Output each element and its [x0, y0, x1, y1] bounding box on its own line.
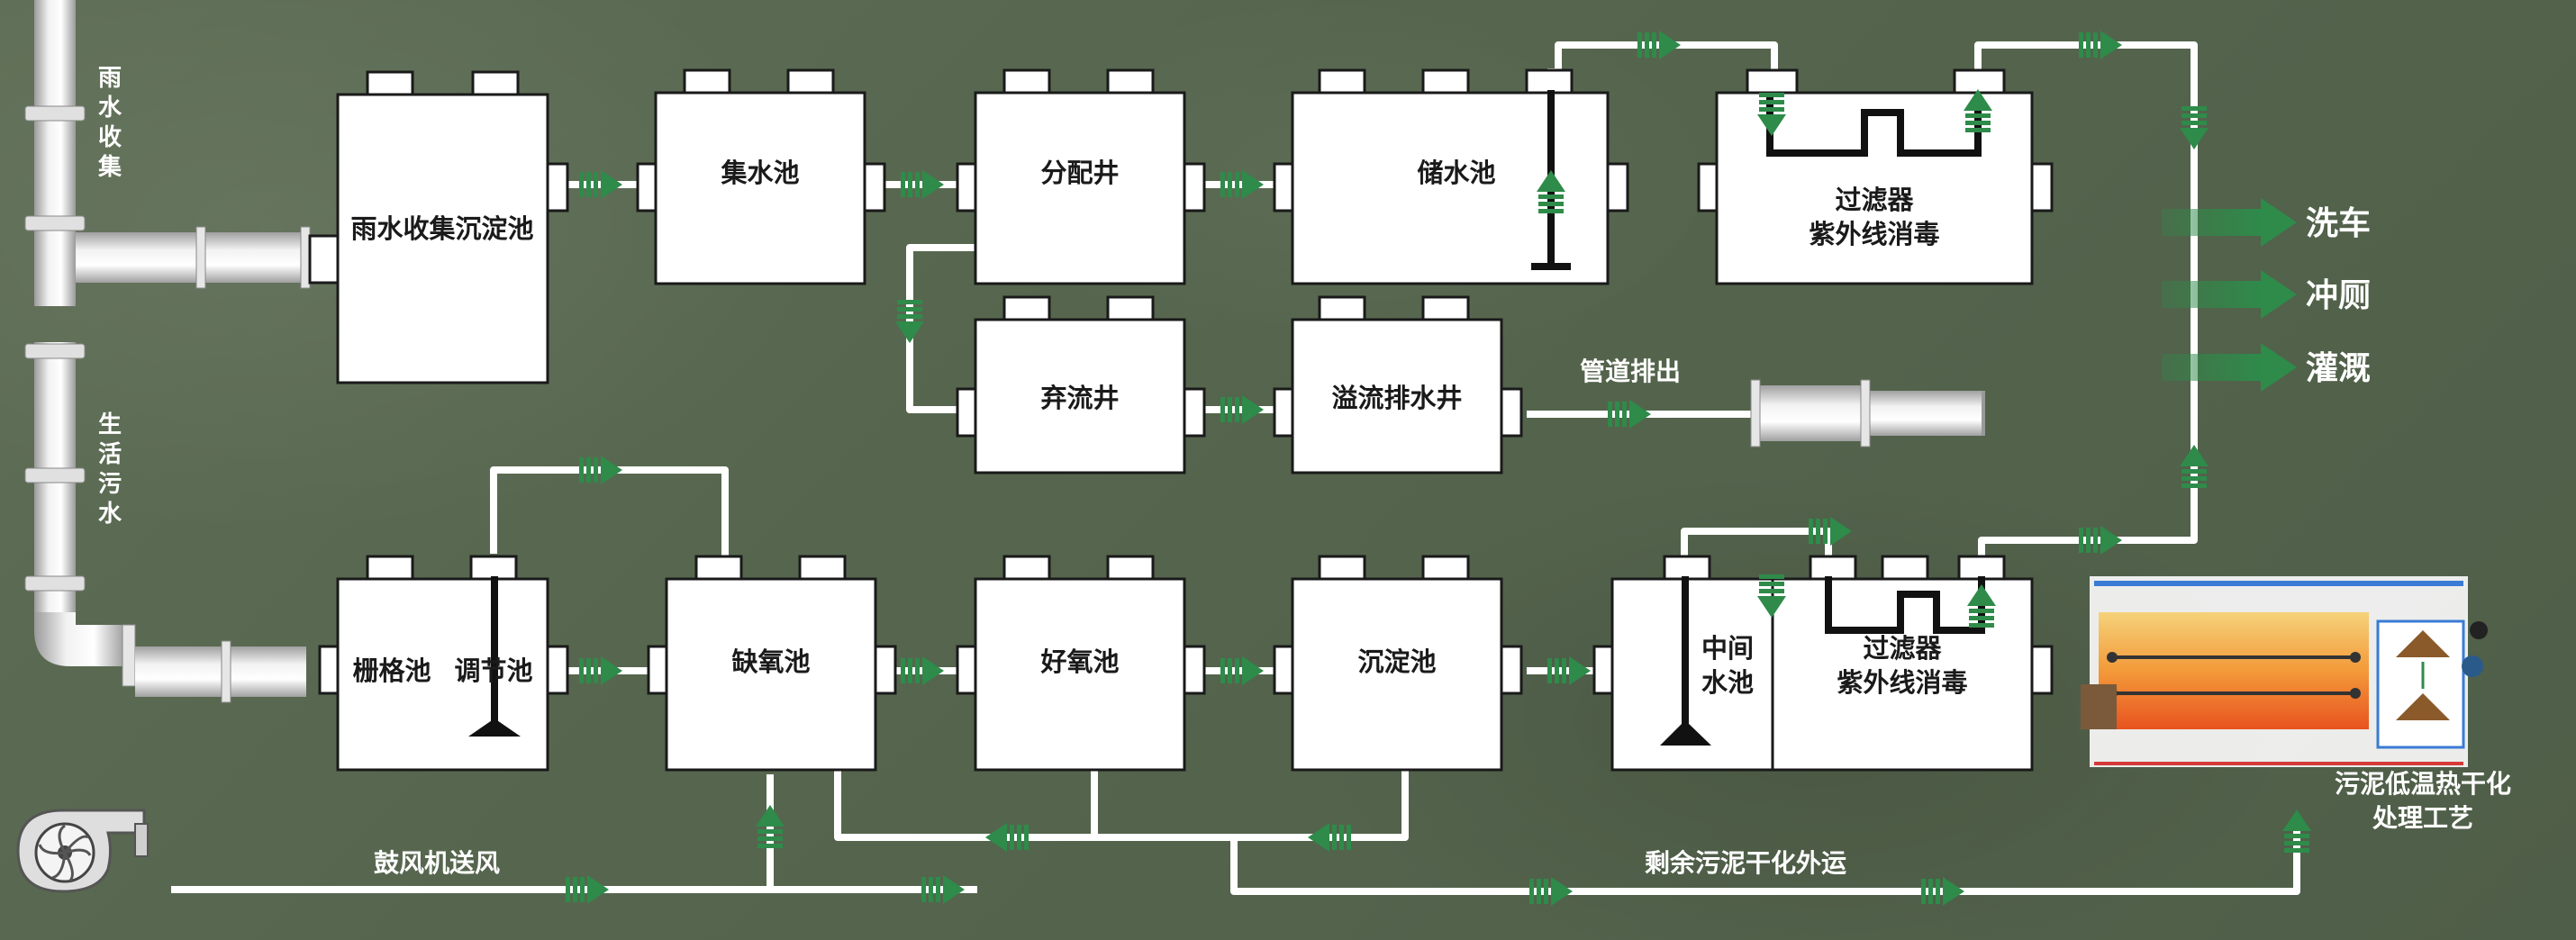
svg-text:活: 活: [98, 441, 122, 468]
label-intermediate-2: 水池: [1701, 667, 1754, 698]
tank-labels: 雨水收集沉淀池 集水池 分配井 储水池 过滤器 紫外线消毒 弃流井 溢流排水井 …: [350, 158, 1967, 698]
tank-distribution-well: [956, 68, 1206, 285]
label-screen: 栅格池: [352, 655, 431, 686]
label-pipe-discharge: 管道排出: [1580, 357, 1681, 386]
green-flow-arrow-icon: [1757, 574, 1786, 618]
green-flow-arrow-icon: [985, 823, 1029, 852]
svg-text:灌溉: 灌溉: [2306, 350, 2371, 387]
tank-storage: [1273, 68, 1629, 285]
output-irrigation: 灌溉: [2162, 343, 2371, 392]
green-flow-arrow-icon: [1637, 31, 1681, 59]
svg-text:水: 水: [98, 95, 122, 122]
green-flow-arrow-icon: [1921, 877, 1964, 906]
svg-text:收: 收: [98, 124, 122, 151]
label-blower-air: 鼓风机送风: [374, 848, 500, 878]
green-flow-arrow-icon: [1308, 823, 1351, 852]
green-flow-arrow-icon: [895, 300, 924, 343]
green-flow-arrow-icon: [901, 656, 944, 685]
rain-collection-label: 雨 水 收 集: [97, 65, 122, 181]
tank-filter-top: [1697, 68, 2054, 285]
green-flow-arrow-icon: [1967, 584, 1996, 628]
svg-text:集: 集: [97, 153, 122, 181]
svg-text:生: 生: [98, 411, 122, 438]
sludge-process-label: 污泥低温热干化 处理工艺: [2335, 769, 2511, 833]
label-filter-top-1: 过滤器: [1835, 185, 1914, 215]
green-flow-arrow-icon: [1220, 395, 1264, 424]
svg-text:污泥低温热干化: 污泥低温热干化: [2335, 769, 2511, 799]
green-flow-arrow-icon: [579, 656, 622, 685]
svg-text:冲厕: 冲厕: [2306, 277, 2371, 314]
green-flow-arrow-icon: [1220, 656, 1264, 685]
label-overflow-well: 溢流排水井: [1331, 383, 1462, 413]
tank-screen-regulating: [318, 555, 569, 772]
tank-boxes: [308, 68, 2054, 772]
green-flow-arrow-icon: [1608, 400, 1651, 429]
green-flow-arrow-icon: [921, 875, 965, 904]
label-filter-top-2: 紫外线消毒: [1809, 219, 1939, 249]
green-flow-arrow-icon: [1547, 656, 1591, 685]
svg-text:污: 污: [98, 471, 122, 498]
tank-aerobic: [956, 555, 1206, 772]
green-flow-arrow-icon: [2079, 526, 2122, 555]
label-aerobic: 好氧池: [1039, 646, 1119, 677]
label-filter-bottom-1: 过滤器: [1863, 633, 1942, 664]
label-sedimentation: 沉淀池: [1357, 646, 1436, 677]
label-storage: 储水池: [1417, 158, 1495, 188]
sewage-pipe: [24, 342, 306, 703]
green-flow-arrow-icon: [1964, 89, 1992, 132]
green-flow-arrow-icon: [566, 875, 609, 904]
green-flow-arrow-icon: [2180, 445, 2209, 488]
tank-sedimentation: [1273, 555, 1523, 772]
label-filter-bottom-2: 紫外线消毒: [1837, 667, 1967, 698]
domestic-sewage-label: 生 活 污 水: [98, 411, 122, 528]
discharge-pipe: [1750, 379, 1985, 447]
green-flow-arrow-icon: [1220, 170, 1264, 199]
label-distribution-well: 分配井: [1040, 158, 1119, 188]
green-flow-arrow-icon: [756, 805, 785, 848]
rain-pipe: [24, 0, 311, 306]
tank-rain-settling: [308, 70, 569, 384]
green-flow-arrow-icon: [2079, 31, 2122, 59]
flow-arrows: [566, 31, 2311, 906]
svg-text:处理工艺: 处理工艺: [2372, 803, 2473, 833]
output-list: 洗车 冲厕 灌溉: [2162, 198, 2371, 392]
label-anoxic: 缺氧池: [731, 646, 810, 677]
tank-collection: [636, 68, 886, 285]
green-flow-arrow-icon: [901, 170, 944, 199]
green-flow-arrow-icon: [2180, 106, 2209, 149]
green-flow-arrow-icon: [579, 456, 622, 484]
output-car-wash: 洗车: [2162, 198, 2371, 247]
label-intermediate-1: 中间: [1701, 633, 1754, 664]
svg-text:水: 水: [98, 501, 122, 528]
output-toilet-flush: 冲厕: [2162, 270, 2371, 319]
green-flow-arrow-icon: [1529, 877, 1573, 906]
green-flow-arrow-icon: [1809, 517, 1852, 546]
label-diversion-well: 弃流井: [1040, 383, 1119, 413]
label-rain-settling: 雨水收集沉淀池: [350, 213, 533, 244]
label-sludge-out: 剩余污泥干化外运: [1645, 848, 1846, 878]
tank-overflow-well: [1273, 295, 1523, 475]
green-flow-arrow-icon: [2282, 809, 2311, 853]
green-flow-arrow-icon: [1757, 93, 1786, 136]
tank-anoxic: [647, 555, 897, 772]
svg-text:洗车: 洗车: [2306, 205, 2371, 242]
green-flow-arrow-icon: [1537, 170, 1565, 213]
tank-diversion-well: [956, 295, 1206, 475]
svg-text:雨: 雨: [98, 65, 122, 92]
green-flow-arrow-icon: [579, 170, 622, 199]
blower-fan-icon: [16, 809, 149, 893]
label-regulating: 调节池: [454, 655, 532, 686]
sludge-dryer-graphic: [2081, 576, 2488, 767]
label-collection: 集水池: [720, 158, 799, 188]
